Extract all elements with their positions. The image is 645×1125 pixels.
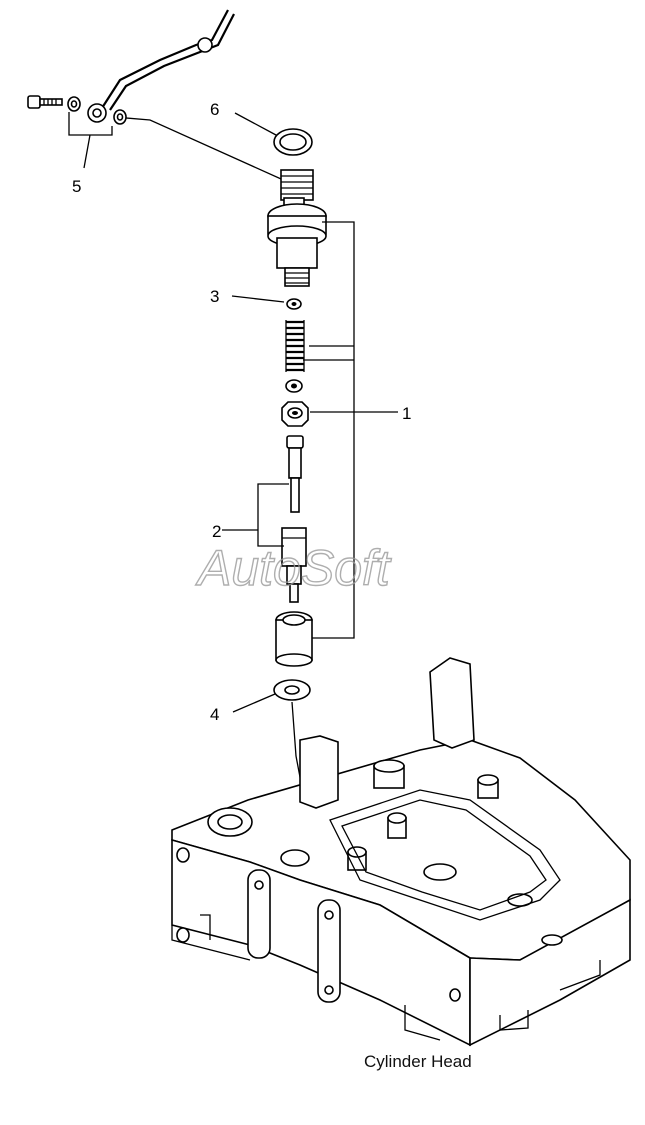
injection-nozzle (281, 527, 307, 603)
heat-shield-washer (273, 679, 311, 701)
cylinder-head (171, 657, 631, 1047)
sealing-washer-left (67, 96, 81, 112)
callout-1: 1 (402, 404, 411, 423)
o-ring (273, 128, 313, 156)
leader-4 (232, 693, 276, 713)
spring-seat (285, 379, 303, 393)
pressure-spring (285, 320, 305, 372)
leader-6 (234, 112, 277, 136)
nozzle-nut (275, 611, 313, 667)
leader-3 (231, 295, 285, 303)
push-rod (286, 435, 304, 513)
callout-2: 2 (212, 522, 221, 541)
leader-2 (222, 483, 289, 547)
leader-5 (68, 112, 113, 169)
assembly-bracket (303, 221, 355, 639)
fuel-injection-pipe (87, 9, 235, 123)
callout-4: 4 (210, 705, 219, 724)
shim-washer (286, 298, 302, 310)
banjo-bolt (27, 95, 63, 109)
watermark: AutoSoft (195, 540, 392, 596)
callout-5: 5 (72, 177, 81, 196)
sealing-washer-right (113, 109, 127, 125)
diagram-caption: Cylinder Head (364, 1052, 472, 1071)
retaining-nut (281, 401, 309, 427)
callout-6: 6 (210, 100, 219, 119)
nozzle-holder-body (267, 169, 327, 287)
callout-3: 3 (210, 287, 219, 306)
pipe-to-nozzle-line (125, 117, 291, 184)
